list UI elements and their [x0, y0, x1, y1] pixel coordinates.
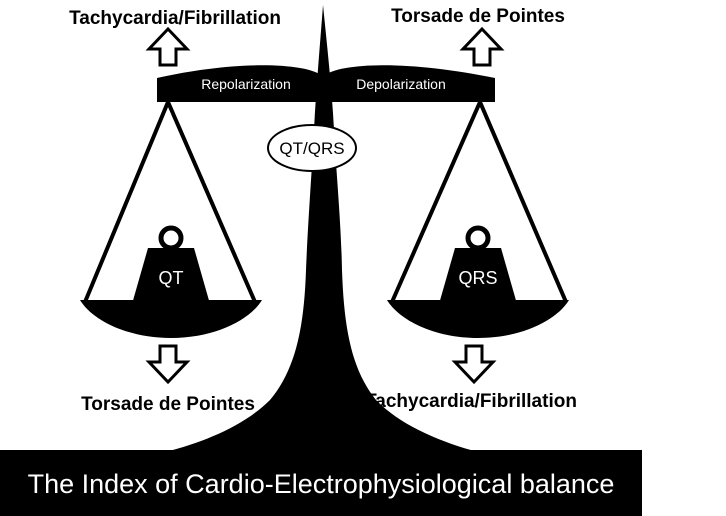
left-weight	[132, 248, 210, 304]
right-weight-ring	[465, 225, 491, 251]
left-pan-string-outer	[83, 101, 170, 303]
right-pan-string-outer	[390, 101, 482, 303]
top-right-label: Torsade de Pointes	[391, 6, 565, 27]
bottom-right-label: Tachycardia/Fibrillation	[365, 391, 577, 412]
right-pan	[387, 300, 569, 338]
scale-beam	[157, 65, 495, 102]
left-pan	[80, 300, 262, 338]
bottom-left-label: Torsade de Pointes	[81, 394, 255, 415]
center-oval	[267, 124, 357, 172]
left-weight-label: QT	[159, 268, 184, 288]
beam-label-repolarization: Repolarization	[201, 76, 291, 92]
right-pan-string-inner	[478, 101, 568, 303]
center-oval-label: QT/QRS	[279, 139, 344, 158]
beam-label-depolarization: Depolarization	[356, 76, 446, 92]
down-arrow-icon-right	[451, 344, 497, 385]
up-arrow-icon-right	[459, 26, 505, 67]
left-weight-ring	[158, 225, 184, 251]
banner-title: The Index of Cardio-Electrophysiological…	[28, 469, 615, 499]
top-left-label: Tachycardia/Fibrillation	[69, 8, 281, 29]
scale-stand	[165, 5, 478, 452]
left-pan-string-inner	[166, 101, 257, 303]
right-weight-label: QRS	[458, 268, 497, 288]
right-weight	[439, 248, 517, 304]
up-arrow-icon-left	[145, 26, 191, 67]
banner	[0, 450, 642, 516]
down-arrow-icon-left	[145, 344, 191, 385]
